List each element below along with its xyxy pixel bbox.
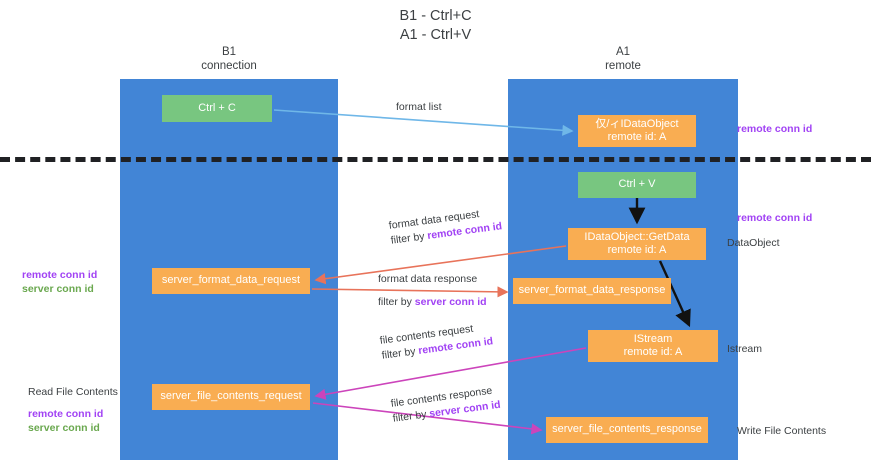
lane-b1-line-1: B1 xyxy=(221,46,237,58)
node-sfc-request-label: server_file_contents_request xyxy=(160,390,302,403)
annotation-l2-remote: remote conn id xyxy=(28,408,104,420)
lane-header-b1: B1 connection xyxy=(120,46,338,73)
node-server-file-contents-response[interactable]: server_file_contents_response xyxy=(546,417,708,443)
page-title: B1 - Ctrl+C A1 - Ctrl+V xyxy=(0,7,871,45)
annotation-r1-text: remote conn id xyxy=(737,123,813,135)
annotation-l2-heading: Read File Contents xyxy=(28,386,118,398)
caption-fdreq-prefix: filter by xyxy=(390,230,429,247)
node-istream-label: IStream xyxy=(633,332,673,345)
annotation-right-remote-conn-id-mid: remote conn id xyxy=(737,211,812,225)
annotation-r3-text: DataObject xyxy=(727,237,780,249)
node-ctrl-c[interactable]: Ctrl + C xyxy=(162,95,272,122)
annotation-right-dataobject: DataObject xyxy=(727,236,780,250)
caption-format-data-response: format data response filter by server co… xyxy=(378,272,487,310)
annotation-left-conn-ids-top: remote conn id server conn id xyxy=(22,268,97,296)
caption-fdresp-line-2: filter by server conn id xyxy=(378,295,487,310)
annotation-l1-server: server conn id xyxy=(22,283,94,295)
caption-format-list-line-1: format list xyxy=(396,101,442,113)
annotation-right-remote-conn-id-top: remote conn id xyxy=(737,122,812,136)
node-istream-sub: remote id: A xyxy=(623,346,683,358)
title-line-1: B1 - Ctrl+C xyxy=(399,8,472,24)
node-ctrl-v[interactable]: Ctrl + V xyxy=(578,172,696,198)
caption-fdresp-highlight: server conn id xyxy=(414,296,487,308)
lane-b1-line-2: connection xyxy=(201,59,257,72)
caption-fdresp-prefix: filter by xyxy=(378,296,415,308)
caption-fcresp-prefix: filter by xyxy=(392,408,431,425)
title-line-2: A1 - Ctrl+V xyxy=(399,27,472,43)
node-istream[interactable]: IStream remote id: A xyxy=(588,330,718,362)
caption-fcreq-prefix: filter by xyxy=(381,345,420,362)
node-sfd-request-label: server_format_data_request xyxy=(161,274,301,287)
lane-a1-line-2: remote xyxy=(605,59,641,72)
lane-header-a1: A1 remote xyxy=(508,46,738,73)
annotation-l1-remote: remote conn id xyxy=(22,269,98,281)
node-ctrl-c-label: Ctrl + C xyxy=(198,101,236,114)
node-sfc-response-label: server_file_contents_response xyxy=(552,423,702,436)
annotation-right-istream: Istream xyxy=(727,342,762,356)
node-server-file-contents-request[interactable]: server_file_contents_request xyxy=(152,384,310,410)
caption-format-list: format list xyxy=(396,100,442,115)
caption-file-contents-response: file contents response filter by server … xyxy=(390,383,502,427)
phase-separator-divider xyxy=(0,157,871,162)
annotation-r5-text: Write File Contents xyxy=(737,425,827,437)
node-idataobject-label: 仅/ィIDataObject xyxy=(595,117,679,130)
node-idataobject[interactable]: 仅/ィIDataObject remote id: A xyxy=(578,115,696,147)
node-getdata-label: IDataObject::GetData xyxy=(584,230,690,243)
annotation-l2-server: server conn id xyxy=(28,422,100,434)
node-idataobject-getdata[interactable]: IDataObject::GetData remote id: A xyxy=(568,228,706,260)
annotation-right-write-file-contents: Write File Contents xyxy=(737,424,826,438)
node-server-format-data-request[interactable]: server_format_data_request xyxy=(152,268,310,294)
annotation-r2-text: remote conn id xyxy=(737,212,813,224)
node-getdata-sub: remote id: A xyxy=(607,244,667,256)
node-sfd-response-label: server_format_data_response xyxy=(518,284,666,297)
caption-fdresp-line-1: format data response xyxy=(378,273,478,285)
node-server-format-data-response[interactable]: server_format_data_response xyxy=(513,278,671,304)
lane-a1-line-1: A1 xyxy=(615,46,631,58)
annotation-left-read-file-contents: Read File Contents remote conn id server… xyxy=(28,385,118,435)
node-idataobject-sub: remote id: A xyxy=(607,131,667,143)
caption-file-contents-request: file contents request filter by remote c… xyxy=(379,319,494,363)
annotation-r4-text: Istream xyxy=(727,343,763,355)
node-ctrl-v-label: Ctrl + V xyxy=(618,178,656,191)
caption-format-data-request: format data request filter by remote con… xyxy=(388,204,503,248)
